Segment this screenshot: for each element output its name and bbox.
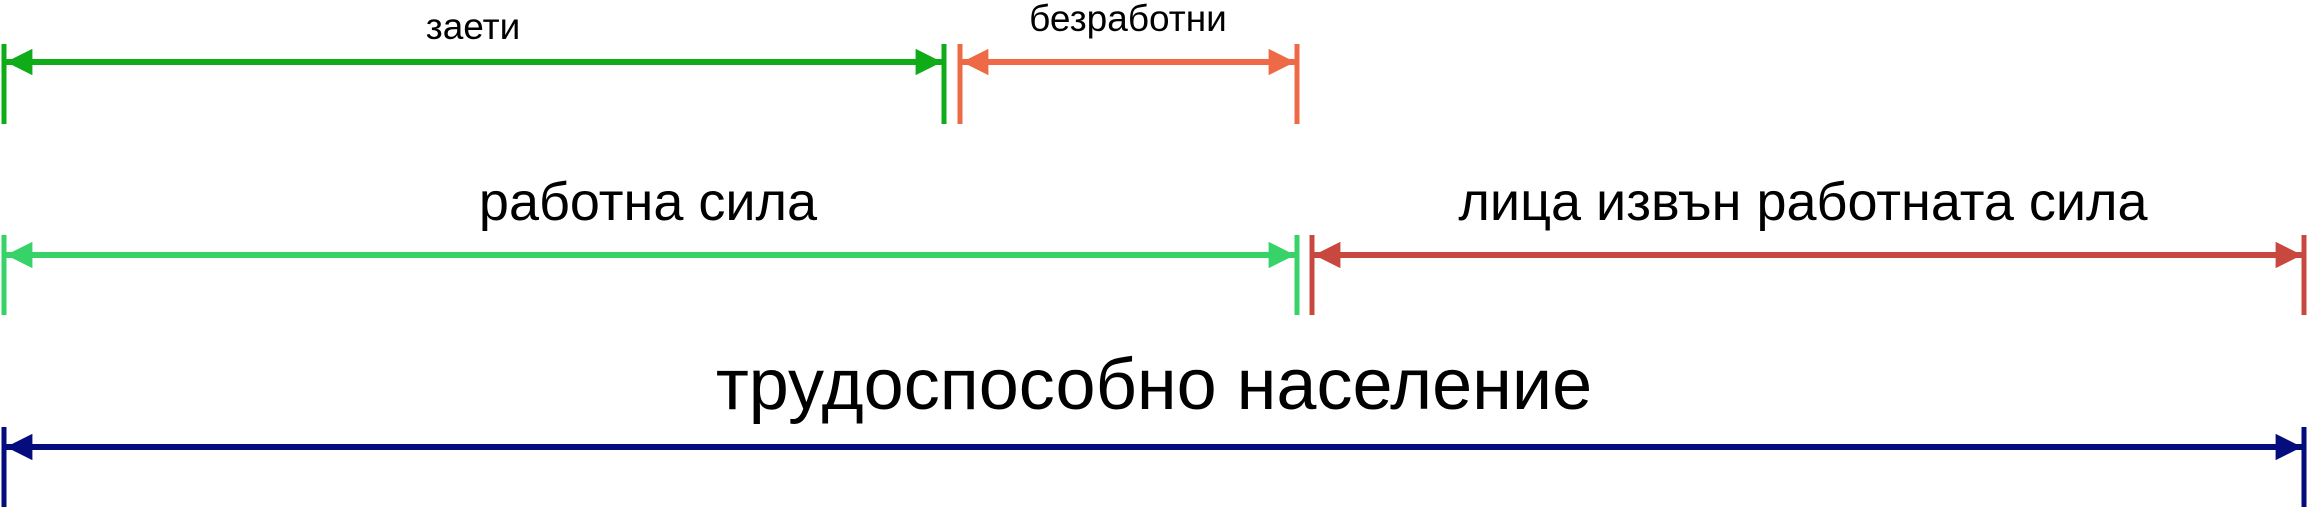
working-age-population-label: трудоспособно население bbox=[716, 345, 1592, 425]
unemployed-span: безработни bbox=[957, 0, 1300, 124]
working-age-population-span: трудоспособно население bbox=[1, 345, 2307, 507]
unemployed-label: безработни bbox=[1029, 0, 1227, 39]
employed-label: заети bbox=[426, 6, 521, 47]
employed-span: заети bbox=[1, 6, 947, 124]
labor-force-span: работна сила bbox=[1, 172, 1300, 315]
outside-labor-force-label: лица извън работната сила bbox=[1458, 172, 2148, 232]
labor-force-label: работна сила bbox=[479, 172, 818, 232]
outside-labor-force-span: лица извън работната сила bbox=[1309, 172, 2307, 315]
